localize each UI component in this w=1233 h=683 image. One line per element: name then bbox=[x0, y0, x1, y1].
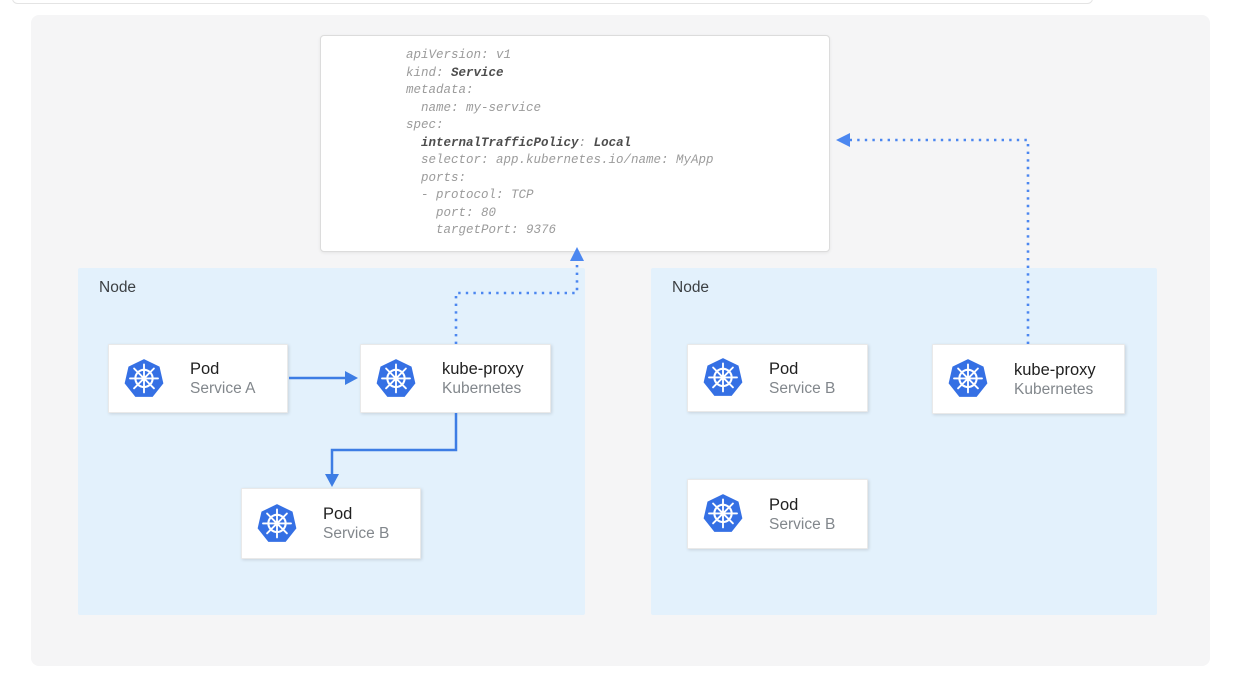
node-left-label: Node bbox=[99, 279, 137, 296]
pod-service-a-card: Pod Service A bbox=[108, 344, 288, 413]
yaml-line: internalTrafficPolicy: Local bbox=[406, 135, 809, 153]
kubernetes-logo-icon bbox=[375, 357, 417, 401]
node-right: Node bbox=[651, 268, 1157, 615]
pod-service-b-card-left: Pod Service B bbox=[241, 488, 421, 559]
kubernetes-logo-icon bbox=[123, 357, 165, 401]
yaml-line: - protocol: TCP bbox=[406, 187, 809, 205]
card-subtitle: Kubernetes bbox=[442, 380, 522, 397]
card-title: kube-proxy bbox=[442, 360, 524, 378]
card-title: Pod bbox=[323, 505, 353, 523]
top-card-edge bbox=[12, 0, 1093, 4]
card-title: Pod bbox=[769, 495, 799, 514]
yaml-line: metadata: bbox=[406, 82, 809, 100]
service-yaml-card: apiVersion: v1 kind: Service metadata: n… bbox=[320, 35, 830, 252]
card-subtitle: Service A bbox=[190, 380, 256, 397]
yaml-text: : bbox=[578, 135, 594, 150]
node-right-label: Node bbox=[672, 279, 710, 296]
yaml-text-bold: internalTrafficPolicy bbox=[421, 135, 579, 150]
card-text: kube-proxy Kubernetes bbox=[442, 359, 524, 398]
yaml-text: targetPort: 9376 bbox=[406, 223, 557, 237]
card-title: kube-proxy bbox=[1014, 360, 1096, 379]
yaml-line: spec: bbox=[406, 117, 809, 135]
yaml-text: spec: bbox=[406, 118, 444, 132]
card-text: Pod Service A bbox=[190, 359, 255, 398]
pod-service-b-card-right-top: Pod Service B bbox=[687, 344, 868, 412]
yaml-text: metadata: bbox=[406, 83, 474, 97]
yaml-line: ports: bbox=[406, 170, 809, 188]
yaml-text: port: 80 bbox=[406, 205, 497, 220]
card-title: Pod bbox=[190, 360, 220, 378]
kube-proxy-card-right: kube-proxy Kubernetes bbox=[932, 344, 1125, 414]
yaml-text bbox=[406, 136, 421, 150]
yaml-text: apiVersion: v1 bbox=[406, 48, 512, 62]
kubernetes-logo-icon bbox=[702, 492, 744, 536]
yaml-text: kind: bbox=[406, 65, 452, 80]
kube-proxy-card-left: kube-proxy Kubernetes bbox=[360, 344, 551, 413]
pod-service-b-card-right-bottom: Pod Service B bbox=[687, 479, 868, 549]
node-left: Node bbox=[78, 268, 585, 615]
yaml-text: ports: bbox=[406, 170, 467, 185]
yaml-line: port: 80 bbox=[406, 205, 809, 223]
yaml-line: name: my-service bbox=[406, 100, 809, 118]
kubernetes-logo-icon bbox=[947, 357, 989, 401]
card-subtitle: Service B bbox=[323, 525, 390, 542]
yaml-text-bold: Local bbox=[593, 135, 632, 150]
kubernetes-logo-icon bbox=[702, 356, 744, 400]
yaml-text: name: my-service bbox=[406, 100, 542, 115]
card-text: Pod Service B bbox=[769, 495, 835, 534]
card-text: kube-proxy Kubernetes bbox=[1014, 360, 1096, 399]
card-subtitle: Service B bbox=[769, 379, 836, 397]
card-title: Pod bbox=[769, 359, 799, 378]
yaml-line: kind: Service bbox=[406, 65, 809, 83]
yaml-text: - protocol: TCP bbox=[406, 188, 534, 202]
yaml-text-bold: Service bbox=[451, 65, 504, 80]
yaml-line: targetPort: 9376 bbox=[406, 222, 809, 240]
yaml-line: selector: app.kubernetes.io/name: MyApp bbox=[406, 152, 809, 170]
card-subtitle: Kubernetes bbox=[1014, 380, 1094, 398]
yaml-text: selector: app.kubernetes.io/name: MyApp bbox=[406, 153, 714, 167]
card-text: Pod Service B bbox=[769, 359, 835, 398]
card-subtitle: Service B bbox=[769, 515, 836, 533]
card-text: Pod Service B bbox=[323, 504, 389, 543]
yaml-line: apiVersion: v1 bbox=[406, 47, 809, 65]
kubernetes-logo-icon bbox=[256, 502, 298, 546]
